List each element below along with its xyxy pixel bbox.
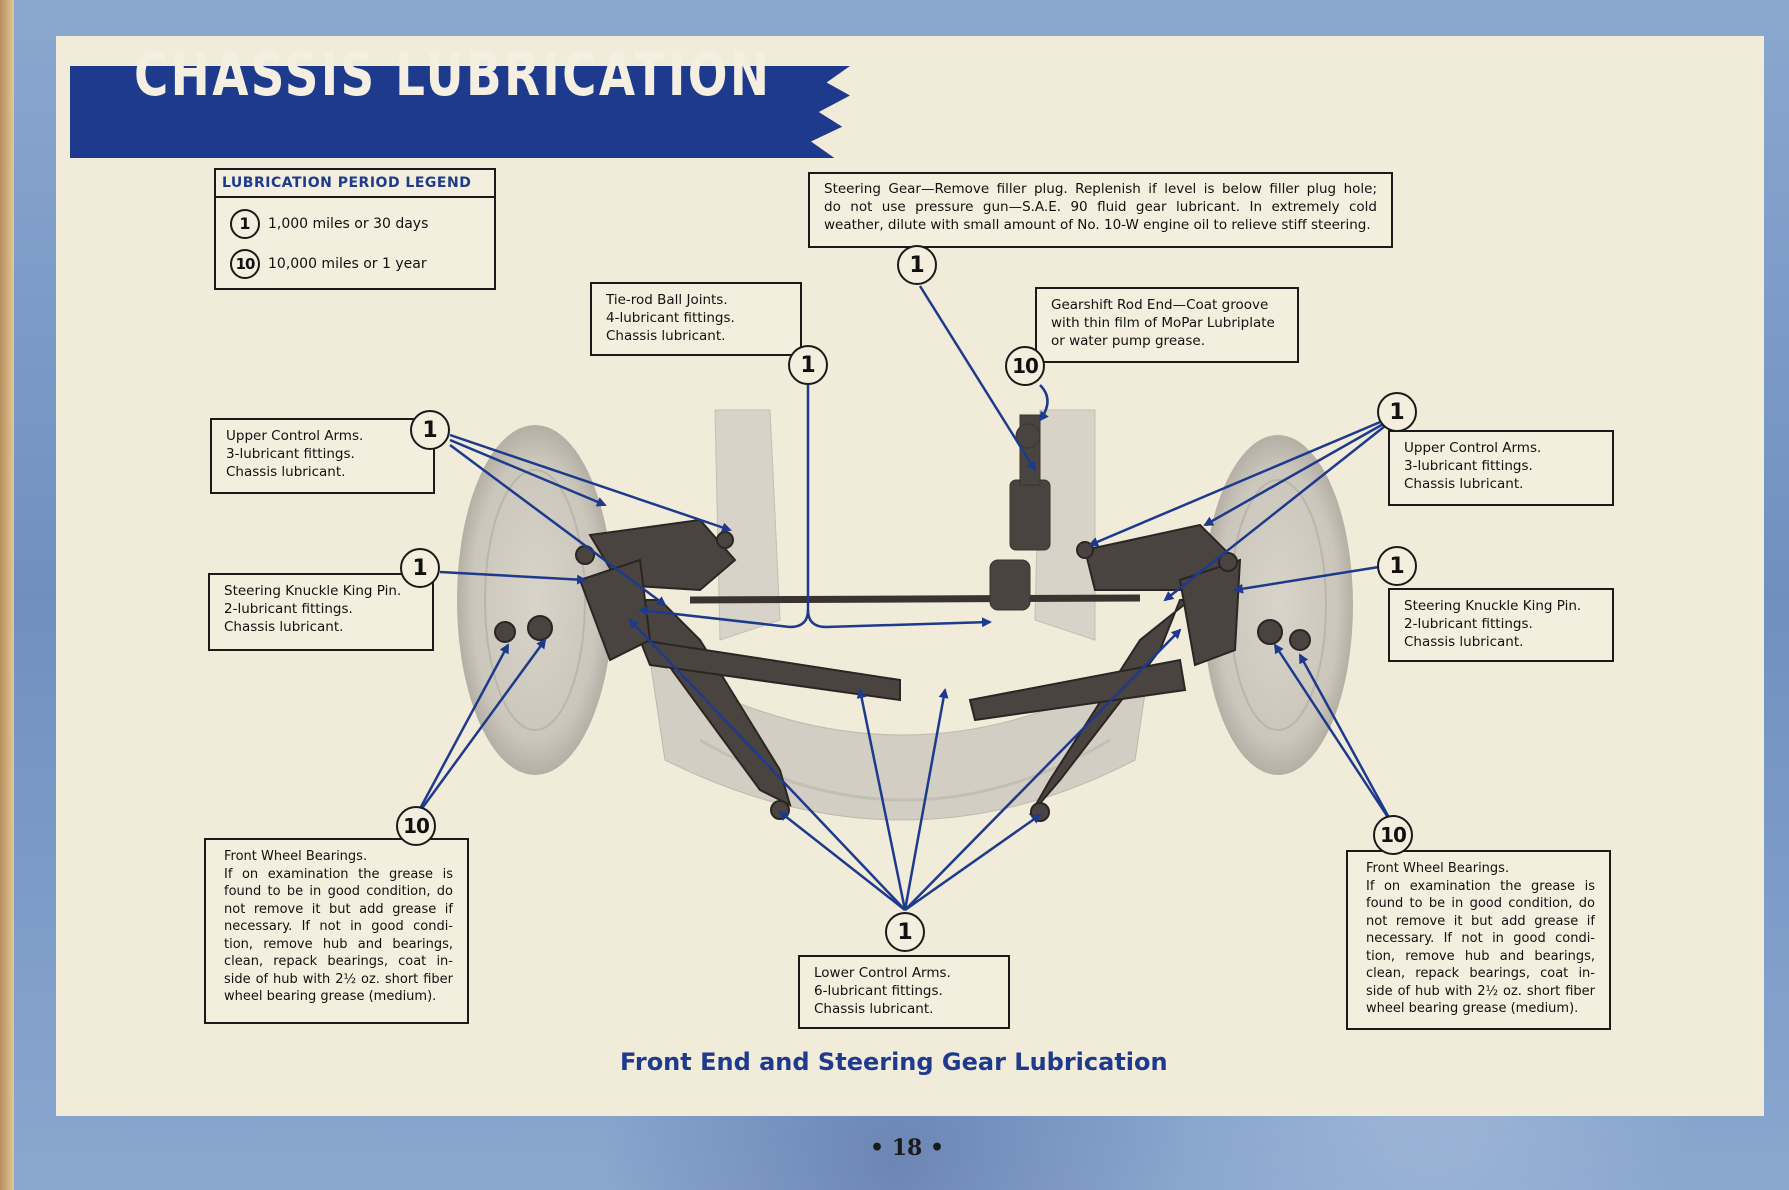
callout-line: side of hub with 2½ oz. short fiber (1366, 983, 1595, 999)
callout-line: Upper Control Arms. (1404, 440, 1542, 456)
callout-line: Upper Control Arms. (226, 428, 364, 444)
callout-line: Gearshift Rod End—Coat groove (1051, 297, 1269, 313)
figure-caption: Front End and Steering Gear Lubrication (620, 1048, 1168, 1076)
callout-line: clean, repack bearings, coat in- (1366, 966, 1595, 981)
callout-gearshift: Gearshift Rod End—Coat groove with thin … (1035, 287, 1299, 363)
callout-line: do not use pressure gun—S.A.E. 90 fluid … (824, 199, 1377, 215)
page-title: CHASSIS LUBRICATION (134, 40, 772, 110)
callout-wheel-bearings-right: Front Wheel Bearings. If on examination … (1346, 850, 1611, 1030)
callout-line: side of hub with 2½ oz. short fiber (224, 971, 453, 987)
legend-row-1: 1 1,000 miles or 30 days (230, 204, 480, 244)
callout-line: not remove it but add grease if (224, 901, 453, 917)
badge-knuckle-right: 1 (1377, 546, 1417, 586)
callout-line: Chassis lubricant. (1404, 634, 1524, 650)
callout-upper-control-arms-left: Upper Control Arms. 3-lubricant fittings… (210, 418, 435, 494)
callout-line: Chassis lubricant. (814, 1001, 934, 1017)
right-suspension-assembly (968, 523, 1311, 822)
left-suspension-assembly (494, 518, 901, 820)
callout-line: Front Wheel Bearings. (224, 849, 368, 864)
left-wheel-ghost (457, 425, 613, 775)
callout-line: weather, dilute with small amount of No.… (824, 217, 1371, 233)
period-10-symbol: 10 (230, 249, 260, 279)
callout-line: or water pump grease. (1051, 333, 1206, 349)
callout-line: 6-lubricant fittings. (814, 983, 943, 999)
callout-line: wheel bearing grease (medium). (1366, 1001, 1579, 1016)
callout-line: Steering Knuckle King Pin. (224, 583, 402, 599)
callout-line: Steering Gear—Remove filler plug. Replen… (824, 181, 1377, 197)
badge-wheel-right: 10 (1373, 815, 1413, 855)
badge-lower-control-arms: 1 (885, 912, 925, 952)
frame-rail-left (714, 409, 781, 641)
book-binding-edge (0, 0, 14, 1190)
callout-line: 2-lubricant fittings. (224, 601, 353, 617)
legend-label-10: 10,000 miles or 1 year (268, 256, 427, 272)
lubrication-legend: LUBRICATION PERIOD LEGEND 1 1,000 miles … (214, 168, 496, 290)
callout-line: found to be in good condition, do (1366, 896, 1595, 911)
legend-label-1: 1,000 miles or 30 days (268, 216, 429, 232)
callout-line: If on examination the grease is (224, 866, 453, 882)
callout-lower-control-arms: Lower Control Arms. 6-lubricant fittings… (798, 955, 1010, 1029)
callout-line: Steering Knuckle King Pin. (1404, 598, 1582, 614)
callout-wheel-bearings-left: Front Wheel Bearings. If on examination … (204, 838, 469, 1024)
badge-tie-rod: 1 (788, 345, 828, 385)
callout-line: wheel bearing grease (medium). (224, 989, 437, 1004)
callout-line: Lower Control Arms. (814, 965, 951, 981)
callout-tie-rod: Tie-rod Ball Joints. 4-lubricant fitting… (590, 282, 802, 356)
badge-gearshift: 10 (1005, 346, 1045, 386)
callout-line: 3-lubricant fittings. (226, 446, 355, 462)
legend-row-10: 10 10,000 miles or 1 year (230, 244, 480, 284)
badge-wheel-left: 10 (396, 806, 436, 846)
callout-line: 3-lubricant fittings. (1404, 458, 1533, 474)
period-1-symbol: 1 (230, 209, 260, 239)
legend-title: LUBRICATION PERIOD LEGEND (216, 170, 494, 198)
title-banner (70, 66, 850, 158)
leader-arrows (413, 285, 1395, 912)
callout-line: Chassis lubricant. (226, 464, 346, 480)
callout-line: Chassis lubricant. (224, 619, 344, 635)
callout-line: not remove it but add grease if (1366, 913, 1595, 929)
callout-line: tion, remove hub and bearings, (1366, 948, 1595, 964)
callout-line: Chassis lubricant. (606, 328, 726, 344)
callout-line: If on examination the grease is (1366, 878, 1595, 894)
callout-line: clean, repack bearings, coat in- (224, 954, 453, 969)
callout-steering-gear: Steering Gear—Remove filler plug. Replen… (808, 172, 1393, 248)
callout-knuckle-king-pin-right: Steering Knuckle King Pin. 2-lubricant f… (1388, 588, 1614, 662)
callout-line: found to be in good condition, do (224, 884, 453, 899)
tie-rod-linkage (689, 414, 1141, 611)
callout-knuckle-king-pin-left: Steering Knuckle King Pin. 2-lubricant f… (208, 573, 434, 651)
callout-line: necessary. If not in good condi- (224, 919, 453, 934)
callout-upper-control-arms-right: Upper Control Arms. 3-lubricant fittings… (1388, 430, 1614, 506)
callout-line: Chassis lubricant. (1404, 476, 1524, 492)
badge-knuckle-left: 1 (400, 548, 440, 588)
badge-upper-right: 1 (1377, 392, 1417, 432)
badge-steering-gear: 1 (897, 245, 937, 285)
callout-line: tion, remove hub and bearings, (224, 936, 453, 952)
callout-line: necessary. If not in good condi- (1366, 931, 1595, 946)
callout-line: Tie-rod Ball Joints. (606, 292, 728, 308)
callout-line: Front Wheel Bearings. (1366, 861, 1510, 876)
badge-upper-left: 1 (410, 410, 450, 450)
page-number: • 18 • (870, 1135, 945, 1161)
callout-line: with thin film of MoPar Lubriplate (1051, 315, 1275, 331)
callout-line: 2-lubricant fittings. (1404, 616, 1533, 632)
callout-line: 4-lubricant fittings. (606, 310, 735, 326)
